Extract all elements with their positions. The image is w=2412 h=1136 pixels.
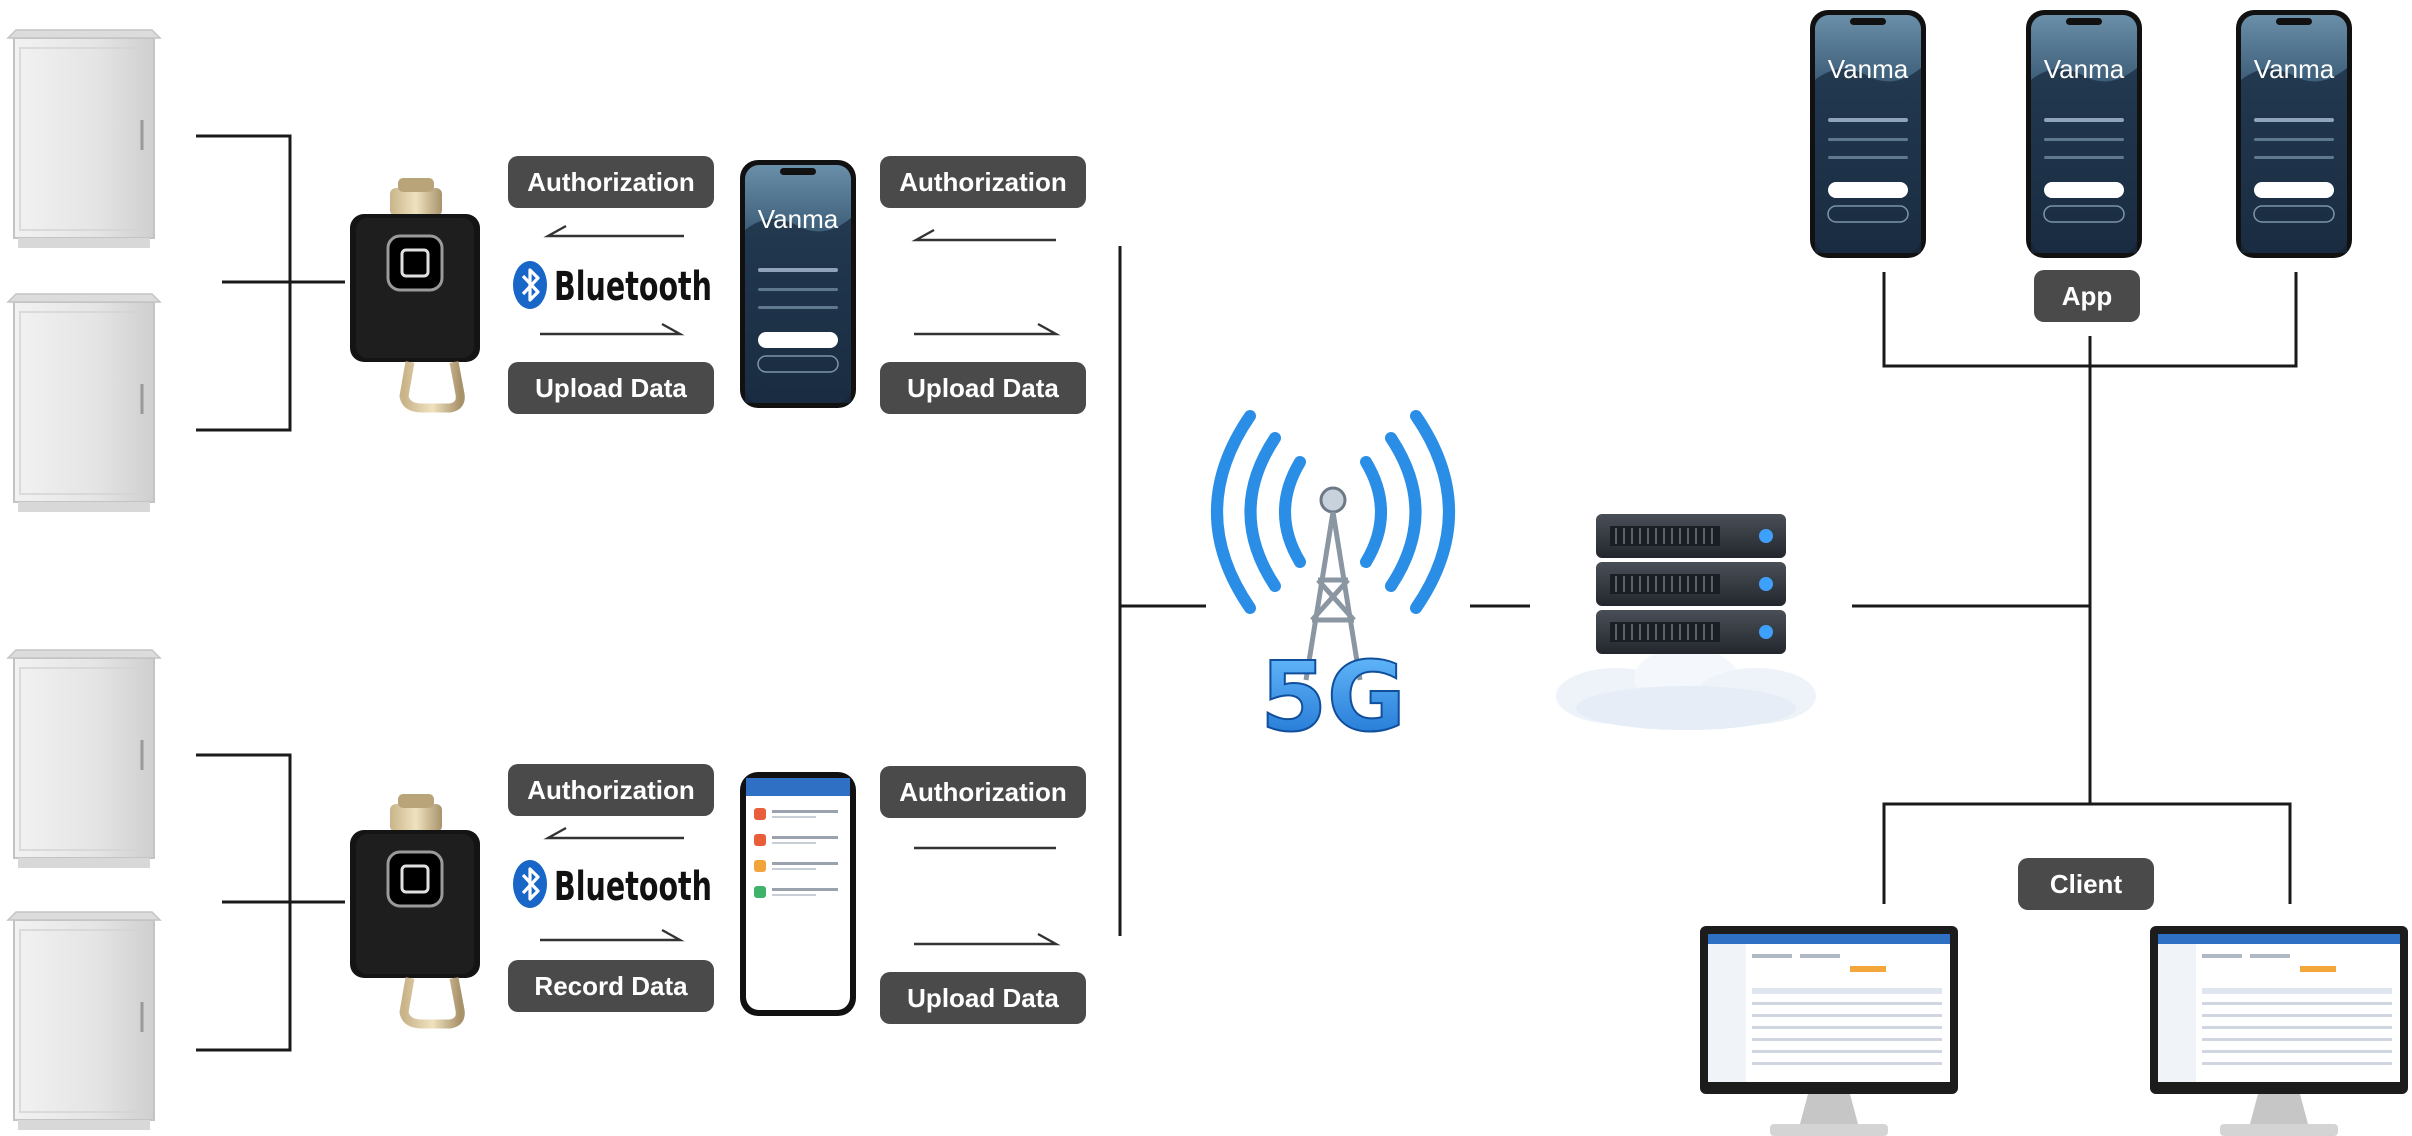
cabinet-top-1 xyxy=(6,28,162,250)
smart-lock-bottom xyxy=(350,794,480,1024)
phone-top-app-name: Vanma xyxy=(758,204,839,234)
phone-bottom-list xyxy=(754,808,838,898)
cloud-server-icon xyxy=(1556,513,1816,730)
svg-text:Upload Data: Upload Data xyxy=(907,373,1059,403)
client-monitor-1 xyxy=(1700,926,1958,1136)
distribution-lines xyxy=(1852,272,2298,904)
svg-text:App: App xyxy=(2062,281,2113,311)
app-group-label: App xyxy=(2034,270,2140,322)
label-bottom-right-authorization: Authorization xyxy=(880,766,1086,818)
cabinet-bottom-2 xyxy=(6,910,162,1132)
phone-bottom xyxy=(740,772,856,1016)
arrow-bottom-phone-to-network xyxy=(914,932,1061,946)
trunk-line xyxy=(1118,246,1206,936)
smart-lock-top xyxy=(350,178,480,408)
arrow-bottom-left-to-lock xyxy=(543,826,684,840)
phone-top: Vanma xyxy=(739,159,857,409)
arrow-top-left-to-lock xyxy=(543,224,684,238)
label-top-left-authorization: Authorization xyxy=(508,156,714,208)
label-top-right-upload: Upload Data xyxy=(880,362,1086,414)
bluetooth-label-bottom: Bluetooth xyxy=(511,858,712,910)
app-phone-1: Vanma xyxy=(1809,9,1927,259)
app-phone-2: Vanma xyxy=(2025,9,2143,259)
cabinet-bottom-1 xyxy=(6,648,162,870)
arrow-bottom-lock-to-phone xyxy=(540,928,685,942)
svg-text:Record Data: Record Data xyxy=(534,971,688,1001)
label-top-left-upload: Upload Data xyxy=(508,362,714,414)
top-cabinet-connector xyxy=(196,134,345,432)
5g-tower-icon: 5G xyxy=(1211,410,1455,754)
arrow-top-phone-to-network xyxy=(914,322,1061,336)
client-monitor-2 xyxy=(2150,926,2408,1136)
svg-text:Bluetooth: Bluetooth xyxy=(554,264,712,310)
svg-text:Authorization: Authorization xyxy=(527,775,695,805)
svg-text:Authorization: Authorization xyxy=(899,777,1067,807)
bluetooth-label-top: Bluetooth xyxy=(511,259,712,311)
app-phone-3: Vanma xyxy=(2235,9,2353,259)
svg-text:Upload Data: Upload Data xyxy=(535,373,687,403)
label-bottom-left-record: Record Data xyxy=(508,960,714,1012)
svg-text:Vanma: Vanma xyxy=(2254,54,2335,84)
cabinet-top-2 xyxy=(6,292,162,514)
svg-text:Bluetooth: Bluetooth xyxy=(554,864,712,910)
arrow-top-lock-to-phone xyxy=(540,322,685,336)
svg-text:Authorization: Authorization xyxy=(899,167,1067,197)
label-bottom-left-authorization: Authorization xyxy=(508,764,714,816)
label-bottom-right-upload: Upload Data xyxy=(880,972,1086,1024)
bluetooth-icon xyxy=(511,259,549,311)
bluetooth-icon xyxy=(511,858,549,910)
5g-badge: 5G xyxy=(1260,641,1406,753)
bottom-cabinet-connector xyxy=(196,753,345,1052)
svg-text:Upload Data: Upload Data xyxy=(907,983,1059,1013)
svg-text:Vanma: Vanma xyxy=(2044,54,2125,84)
client-group-label: Client xyxy=(2018,858,2154,910)
arrow-top-network-to-phone xyxy=(911,228,1056,242)
label-top-right-authorization: Authorization xyxy=(880,156,1086,208)
svg-text:Client: Client xyxy=(2050,869,2123,899)
svg-text:Authorization: Authorization xyxy=(527,167,695,197)
svg-text:Vanma: Vanma xyxy=(1828,54,1909,84)
